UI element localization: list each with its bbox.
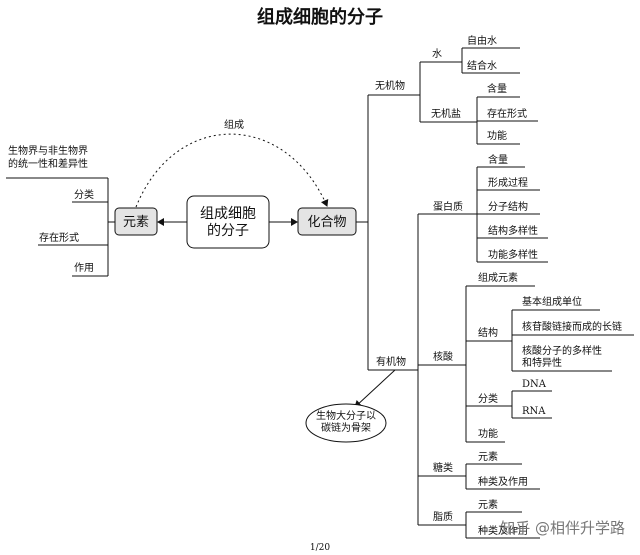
sugar-label: 糖类	[433, 461, 453, 474]
nucleic-structure-diversity: 核酸分子的多样性和特异性	[522, 344, 602, 369]
left-branch-existence: 存在形式	[39, 231, 79, 244]
nucleic-composition: 组成元素	[478, 271, 518, 284]
organic-label: 有机物	[376, 355, 406, 368]
text-line: 的分子	[207, 223, 249, 239]
compounds-node-label: 化合物	[307, 215, 346, 230]
watermark: 知乎 @相伴升学路	[500, 519, 625, 537]
salt-item-existence: 存在形式	[487, 107, 527, 120]
lipid-item-types: 种类及作用	[478, 524, 528, 537]
nucleic-rna: RNA	[522, 406, 546, 417]
text-line: 和特异性	[522, 356, 562, 369]
left-branch-unity: 生物界与非生物界的统一性和差异性	[8, 144, 88, 170]
protein-label: 蛋白质	[433, 200, 463, 213]
lipid-item-elements: 元素	[478, 498, 498, 511]
left-branch-classification: 分类	[74, 188, 94, 201]
text-line: 碳链为骨架	[321, 421, 371, 434]
lipid-label: 脂质	[433, 510, 453, 523]
salt-item-function: 功能	[487, 129, 507, 142]
protein-item-molecular-structure: 分子结构	[488, 200, 528, 213]
nucleic-structure-chain: 核苷酸链接而成的长链	[522, 320, 622, 333]
protein-item-structural-diversity: 结构多样性	[488, 224, 538, 237]
protein-trunk	[470, 167, 478, 262]
nucleic-classification-trunk	[508, 391, 513, 418]
compound-trunk	[356, 95, 369, 370]
nucleic-dna: DNA	[522, 379, 547, 390]
sugar-trunk	[462, 464, 467, 489]
nucleic-structure-label: 结构	[478, 326, 498, 339]
carbon-skeleton-callout[interactable]	[305, 403, 387, 443]
nucleic-structure-unit: 基本组成单位	[522, 295, 582, 308]
text-line: 生物大分子以	[316, 409, 376, 422]
sugar-item-elements: 元素	[478, 450, 498, 463]
lipid-trunk	[462, 512, 467, 538]
nucleic-function: 功能	[478, 427, 498, 440]
salt-label: 无机盐	[431, 107, 461, 120]
protein-item-content: 含量	[488, 153, 508, 166]
water-item-bound: 结合水	[467, 59, 497, 72]
left-trunk	[107, 178, 115, 276]
elements-node-label: 元素	[123, 215, 149, 230]
water-trunk	[455, 48, 463, 73]
compose-arc-label: 组成	[224, 118, 244, 131]
inorganic-trunk	[410, 62, 421, 122]
text-line: 生物界与非生物界	[8, 144, 88, 157]
center-node[interactable]	[186, 195, 270, 249]
text-line: 的统一性和差异性	[8, 157, 88, 170]
callout-arrow	[354, 369, 396, 408]
nucleic-label: 核酸	[433, 350, 453, 363]
compose-arc	[135, 133, 329, 208]
sugar-item-types: 种类及作用	[478, 475, 528, 488]
nucleic-classification-label: 分类	[478, 392, 498, 405]
nucleic-trunk	[462, 286, 467, 442]
page-title: 组成细胞的分子	[257, 6, 383, 28]
carbon-skeleton-callout-label: 生物大分子以碳链为骨架	[316, 409, 376, 434]
left-branch-function: 作用	[74, 262, 94, 274]
inorganic-label: 无机物	[375, 79, 405, 92]
page-number: 1/20	[310, 543, 330, 553]
protein-item-formation: 形成过程	[488, 176, 528, 189]
center-node-label: 组成细胞的分子	[200, 206, 256, 239]
nucleic-structure-trunk	[508, 310, 513, 371]
text-line: 组成细胞	[200, 206, 256, 222]
text-line: 核酸分子的多样性	[522, 344, 602, 357]
water-item-free: 自由水	[467, 34, 497, 47]
protein-item-functional-diversity: 功能多样性	[488, 248, 538, 261]
salt-trunk	[470, 97, 478, 144]
water-label: 水	[432, 48, 442, 60]
salt-item-content: 含量	[487, 82, 507, 95]
